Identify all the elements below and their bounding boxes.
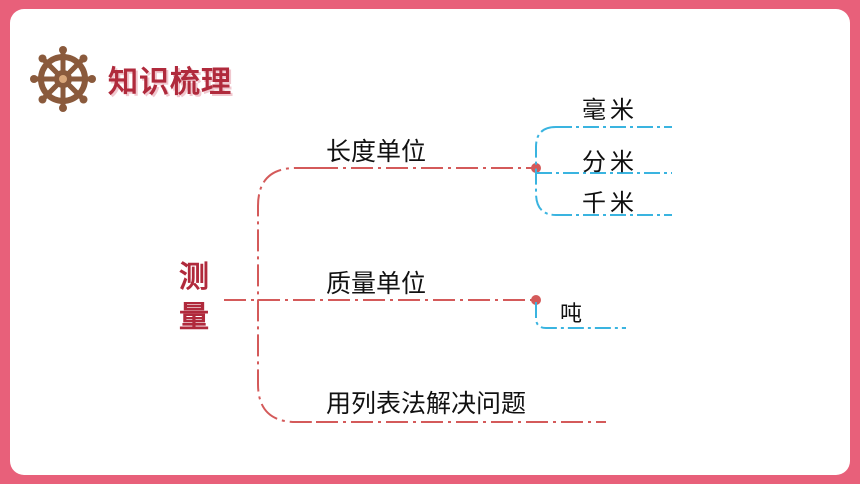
leaf-line-ton bbox=[535, 302, 626, 329]
branch-label-length: 长度单位 bbox=[326, 137, 427, 166]
root-char-2: 量 bbox=[179, 300, 209, 335]
spine-connector bbox=[257, 167, 316, 423]
leaf-label-mm: 毫米 bbox=[582, 96, 638, 124]
branch-label-mass: 质量单位 bbox=[326, 269, 427, 298]
slide-card bbox=[10, 9, 850, 475]
branch-node-mass bbox=[531, 295, 541, 305]
mindmap-root: 测 量 bbox=[179, 258, 209, 338]
leaf-label-ton: 吨 bbox=[560, 302, 587, 327]
leaf-label-dm: 分米 bbox=[582, 148, 638, 176]
branch-label-method: 用列表法解决问题 bbox=[326, 389, 527, 418]
leaf-label-km: 千米 bbox=[582, 189, 638, 217]
leaf-bracket-length bbox=[535, 126, 557, 216]
root-char-1: 测 bbox=[179, 260, 209, 295]
ship-wheel-icon bbox=[30, 46, 96, 112]
page-title: 知识梳理 bbox=[108, 65, 232, 100]
branch-node-length bbox=[531, 163, 541, 173]
